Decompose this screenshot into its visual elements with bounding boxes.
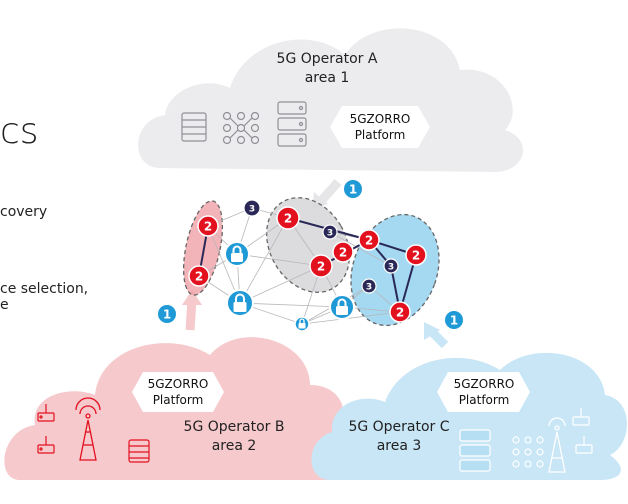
cloud-operator-a <box>138 28 524 173</box>
router-icon <box>572 408 593 454</box>
red-node: 2 <box>276 206 300 230</box>
platform-badge-b <box>132 372 224 412</box>
red-node-label: 2 <box>195 270 203 284</box>
server-icon <box>181 112 207 142</box>
antenna-tower-icon <box>548 417 566 473</box>
navy-node-label: 3 <box>388 263 394 273</box>
platform-a-line2: Platform <box>354 128 406 142</box>
lock-icon <box>224 241 250 267</box>
lock-icon <box>226 289 254 317</box>
red-node-label: 2 <box>204 220 212 234</box>
server-icon <box>128 439 150 463</box>
bullet-fragment-2: ce selection, <box>0 281 89 297</box>
lock-icon <box>294 316 310 332</box>
red-node: 2 <box>405 244 427 266</box>
cloud-operator-c <box>311 352 628 480</box>
slide-title-fragment: cs <box>0 111 39 152</box>
cloud-c-area: area 3 <box>376 438 422 454</box>
red-node: 2 <box>309 254 333 278</box>
step-badge-label: 1 <box>163 308 171 322</box>
red-node: 2 <box>389 301 411 323</box>
step-badge-label: 1 <box>450 314 458 328</box>
red-node-label: 2 <box>365 234 373 248</box>
cloud-a-label: 5G Operator A area 1 <box>254 50 400 88</box>
lock-icon <box>329 294 355 320</box>
red-node: 2 <box>197 215 219 237</box>
cloud-a-name: 5G Operator A <box>276 51 378 67</box>
navy-node-label: 3 <box>327 229 333 239</box>
platform-c-line1: 5GZORRO <box>453 377 515 391</box>
cloud-a-area: area 1 <box>304 70 350 86</box>
red-node-label: 2 <box>339 246 347 260</box>
navy-node-label: 3 <box>249 205 255 215</box>
navy-node: 3 <box>322 224 338 240</box>
navy-node: 3 <box>361 278 377 294</box>
navy-node: 3 <box>383 258 399 274</box>
red-node: 2 <box>188 265 210 287</box>
antenna-tower-icon <box>75 397 101 461</box>
red-node-label: 2 <box>317 260 325 274</box>
navy-node: 3 <box>243 199 261 217</box>
platform-badge-a <box>330 106 430 148</box>
red-node-label: 2 <box>284 212 292 226</box>
cloud-b-area: area 2 <box>211 438 257 454</box>
platform-b-label: 5GZORRO Platform <box>140 376 216 408</box>
platform-a-line1: 5GZORRO <box>349 112 411 126</box>
arrow-c-to-network <box>424 322 449 349</box>
cloud-c-label: 5G Operator C area 3 <box>334 418 464 456</box>
network-graph-icon <box>512 436 544 468</box>
red-node: 2 <box>358 229 380 251</box>
platform-c-line2: Platform <box>458 393 510 407</box>
cloud-c-name: 5G Operator C <box>348 419 450 435</box>
red-node-label: 2 <box>412 249 420 263</box>
network-graph-icon <box>222 111 260 145</box>
bullet-fragment-1: covery <box>0 204 48 220</box>
bullet-fragment-3: e <box>0 297 9 313</box>
step-badge: 1 <box>344 180 362 198</box>
router-icon <box>37 404 55 454</box>
step-badge-label: 1 <box>349 183 357 197</box>
red-node: 2 <box>332 241 354 263</box>
platform-b-line1: 5GZORRO <box>147 377 209 391</box>
platform-a-label: 5GZORRO Platform <box>342 111 418 143</box>
platform-badge-c <box>437 372 530 412</box>
cloud-b-label: 5G Operator B area 2 <box>164 418 304 456</box>
platform-c-label: 5GZORRO Platform <box>446 376 522 408</box>
server-icon <box>277 101 307 147</box>
arrow-b-to-network <box>182 290 202 331</box>
step-badge: 1 <box>158 305 176 323</box>
platform-b-line2: Platform <box>152 393 204 407</box>
navy-node-label: 3 <box>366 283 372 293</box>
server-icon <box>459 429 491 472</box>
cloud-b-name: 5G Operator B <box>183 419 285 435</box>
red-node-label: 2 <box>396 306 404 320</box>
step-badge: 1 <box>445 311 463 329</box>
